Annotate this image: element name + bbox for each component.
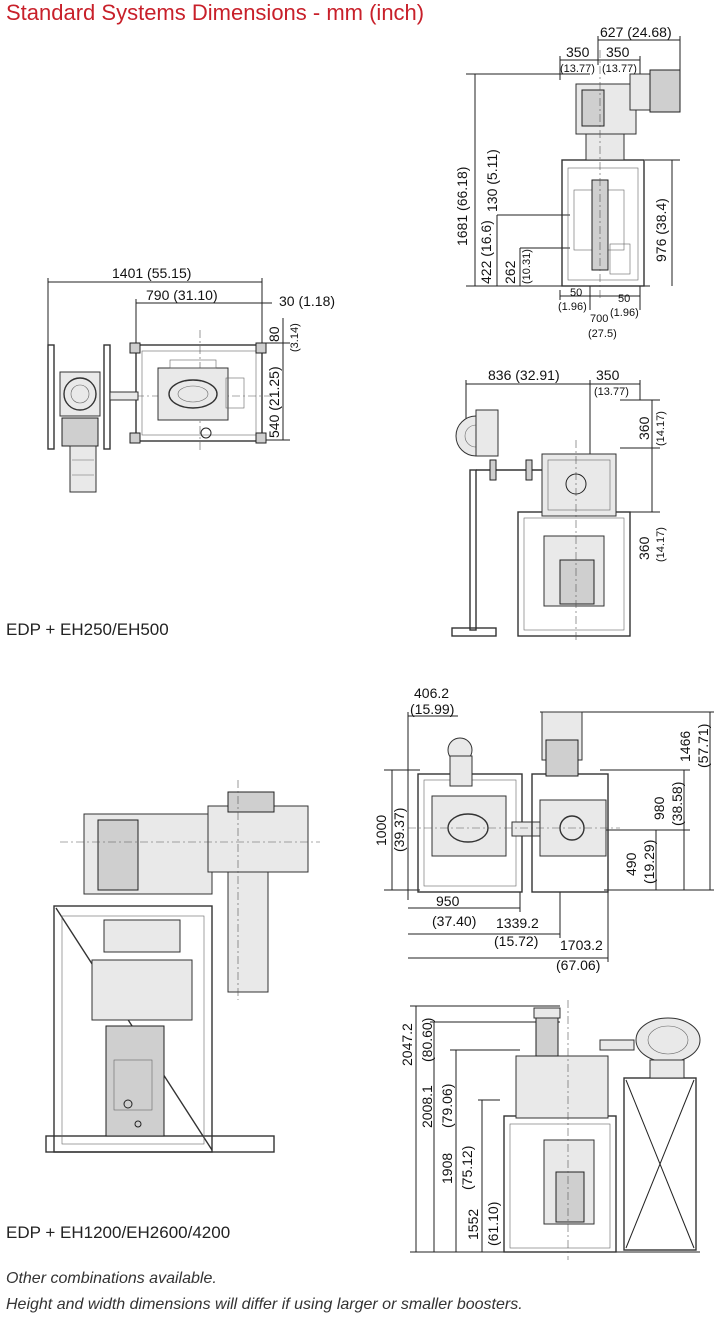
dim-1377b: (13.77)	[602, 63, 637, 75]
dim-50a: 50	[570, 287, 582, 299]
front-view-eh250: 627 (24.68) 350 350 (13.77) (13.77) 1681…	[454, 24, 681, 340]
dim-1599: (15.99)	[410, 701, 454, 717]
dim-700: 700	[590, 313, 608, 325]
dim-6110: (61.10)	[485, 1202, 501, 1246]
dim-50b: 50	[618, 293, 630, 305]
dim-836: 836 (32.91)	[488, 367, 560, 383]
caption-eh250: EDP + EH250/EH500	[6, 620, 169, 639]
dim-5771: (57.71)	[695, 724, 711, 768]
dim-3740: (37.40)	[432, 913, 476, 929]
dim-262: 262	[502, 260, 518, 284]
page-title: Standard Systems Dimensions - mm (inch)	[6, 0, 425, 25]
dim-980: 980	[651, 796, 667, 820]
plan-view-eh1200: 406.2 (15.99) 1000 (39.37) 1466 (57.71) …	[373, 685, 714, 973]
dim-1681: 1681 (66.18)	[454, 167, 470, 246]
dim-4062: 406.2	[414, 685, 449, 701]
dim-976: 976 (38.4)	[653, 198, 669, 262]
dim-6706: (67.06)	[556, 957, 600, 973]
dim-196a: (1.96)	[558, 301, 587, 313]
note-dimensions: Height and width dimensions will differ …	[6, 1296, 523, 1313]
front-view-eh1200: 2047.2 (80.60) 2008.1 (79.06) 1908 (75.1…	[399, 1000, 701, 1260]
dim-1000: 1000	[373, 815, 389, 846]
dim-1552: 1552	[465, 1209, 481, 1240]
dim-1908: 1908	[439, 1153, 455, 1184]
dim-17032: 1703.2	[560, 937, 603, 953]
caption-eh1200: EDP + EH1200/EH2600/4200	[6, 1223, 231, 1242]
dim-950: 950	[436, 893, 460, 909]
dim-360a: 360	[636, 416, 652, 440]
note-combinations: Other combinations available.	[6, 1270, 217, 1287]
dim-790: 790 (31.10)	[146, 287, 218, 303]
dim-30: 30 (1.18)	[279, 293, 335, 309]
dim-1929: (19.29)	[641, 840, 657, 884]
dim-540: 540 (21.25)	[266, 366, 282, 438]
plan-view-eh250: 1401 (55.15) 790 (31.10) 30 (1.18) 80 (3…	[47, 265, 335, 493]
dim-422: 422 (16.6)	[478, 220, 494, 284]
side-view-eh1200	[45, 780, 320, 1153]
dim-314: (3.14)	[289, 323, 301, 352]
dim-1417a: (14.17)	[655, 411, 667, 446]
dim-350c: 350	[596, 367, 620, 383]
dim-130: 130 (5.11)	[484, 149, 500, 212]
dim-3937: (39.37)	[391, 808, 407, 852]
dim-7512: (75.12)	[459, 1146, 475, 1190]
dim-1031: (10.31)	[521, 249, 533, 284]
dim-1401: 1401 (55.15)	[112, 265, 191, 281]
dim-13392: 1339.2	[496, 915, 539, 931]
dim-1377a: (13.77)	[560, 63, 595, 75]
dim-20472: 2047.2	[399, 1023, 415, 1066]
dim-275: (27.5)	[588, 328, 617, 340]
dim-8060: (80.60)	[419, 1018, 435, 1062]
dim-196b: (1.96)	[610, 307, 639, 319]
dim-1572: (15.72)	[494, 933, 538, 949]
dim-7906: (79.06)	[439, 1084, 455, 1128]
dim-20081: 2008.1	[419, 1085, 435, 1128]
dim-627: 627 (24.68)	[600, 24, 672, 40]
dim-1417b: (14.17)	[655, 527, 667, 562]
dim-490: 490	[623, 852, 639, 876]
side-view-eh250: 836 (32.91) 350 (13.77) 360 (14.17) 360 …	[451, 367, 667, 640]
dim-350b: 350	[606, 44, 630, 60]
dim-1466: 1466	[677, 731, 693, 762]
dim-80: 80	[266, 326, 282, 342]
dim-360b: 360	[636, 536, 652, 560]
dim-1377c: (13.77)	[594, 386, 629, 398]
dim-350a: 350	[566, 44, 590, 60]
dim-3858: (38.58)	[669, 782, 685, 826]
